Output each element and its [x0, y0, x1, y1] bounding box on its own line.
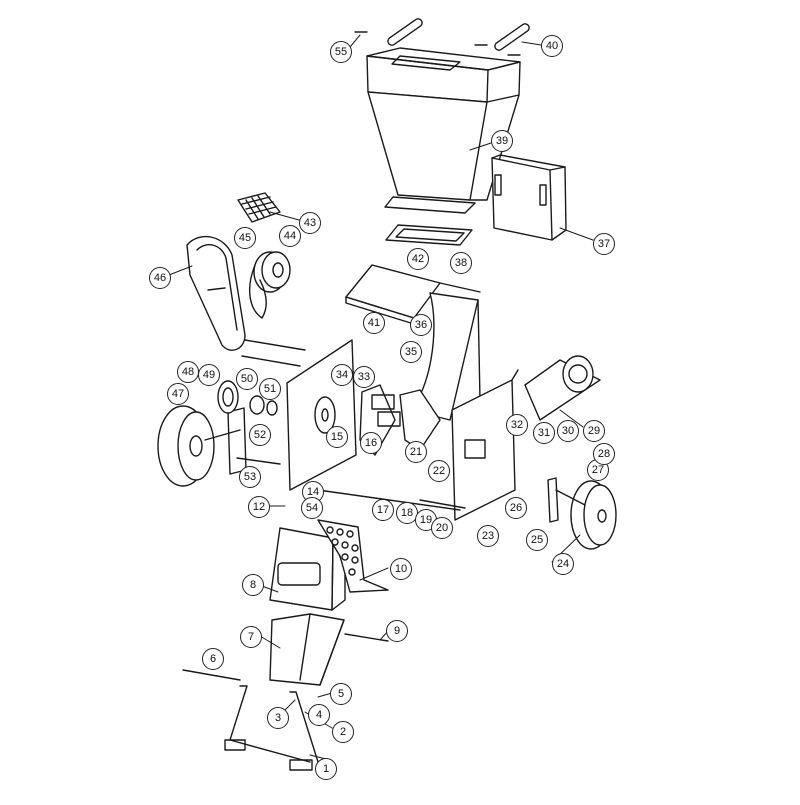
- callout-23: 23: [477, 525, 499, 547]
- mesh-filter-drawing: [237, 192, 281, 223]
- callout-41: 41: [363, 312, 385, 334]
- callout-28: 28: [593, 443, 615, 465]
- callout-25: 25: [526, 529, 548, 551]
- callout-53: 53: [239, 466, 261, 488]
- callout-50: 50: [236, 368, 258, 390]
- callout-7: 7: [240, 626, 262, 648]
- callout-15: 15: [326, 426, 348, 448]
- callout-39: 39: [491, 130, 513, 152]
- motor-cover-drawing: [491, 154, 567, 241]
- callout-34: 34: [331, 364, 353, 386]
- discharge-tube-drawing: [524, 355, 601, 421]
- callout-46: 46: [149, 267, 171, 289]
- callout-40: 40: [541, 35, 563, 57]
- callout-20: 20: [431, 517, 453, 539]
- callout-8: 8: [242, 574, 264, 596]
- lower-chute-drawing: [269, 613, 345, 686]
- callout-32: 32: [506, 414, 528, 436]
- pulley-drawing: [248, 251, 291, 319]
- callout-2: 2: [332, 721, 354, 743]
- right-side-plate-drawing: [451, 369, 519, 521]
- callout-37: 37: [593, 233, 615, 255]
- right-wheel-drawing: [547, 477, 617, 550]
- drive-pulley-drawing: [217, 380, 278, 416]
- callout-29: 29: [583, 420, 605, 442]
- callout-16: 16: [360, 432, 382, 454]
- callout-3: 3: [267, 707, 289, 729]
- callout-55: 55: [330, 41, 352, 63]
- callout-22: 22: [428, 460, 450, 482]
- callout-30: 30: [557, 420, 579, 442]
- callout-52: 52: [249, 424, 271, 446]
- callout-47: 47: [167, 383, 189, 405]
- callout-45: 45: [234, 227, 256, 249]
- callout-44: 44: [279, 225, 301, 247]
- callout-35: 35: [400, 341, 422, 363]
- callout-31: 31: [533, 422, 555, 444]
- callout-21: 21: [405, 441, 427, 463]
- callout-6: 6: [202, 648, 224, 670]
- callout-24: 24: [552, 553, 574, 575]
- callout-49: 49: [198, 364, 220, 386]
- callout-17: 17: [372, 499, 394, 521]
- belt-guard-drawing: [186, 236, 246, 351]
- callout-4: 4: [308, 704, 330, 726]
- callout-54: 54: [301, 497, 323, 519]
- left-wheel-drawing: [157, 405, 247, 487]
- callout-38: 38: [450, 252, 472, 274]
- stand-frame-drawing: [224, 685, 319, 771]
- callout-51: 51: [259, 378, 281, 400]
- callout-5: 5: [330, 683, 352, 705]
- callout-33: 33: [353, 366, 375, 388]
- callout-26: 26: [505, 497, 527, 519]
- callout-36: 36: [410, 314, 432, 336]
- bolts-drawing: [182, 633, 389, 681]
- callout-10: 10: [390, 558, 412, 580]
- callout-12: 12: [248, 496, 270, 518]
- hopper-handles-drawing: [354, 18, 530, 56]
- callout-1: 1: [315, 758, 337, 780]
- left-side-plate-drawing: [286, 339, 357, 491]
- hopper-drawing: [366, 47, 521, 246]
- callout-42: 42: [407, 248, 429, 270]
- callout-48: 48: [177, 361, 199, 383]
- callout-43: 43: [299, 212, 321, 234]
- callout-9: 9: [386, 620, 408, 642]
- discharge-chute-drawing: [269, 519, 389, 611]
